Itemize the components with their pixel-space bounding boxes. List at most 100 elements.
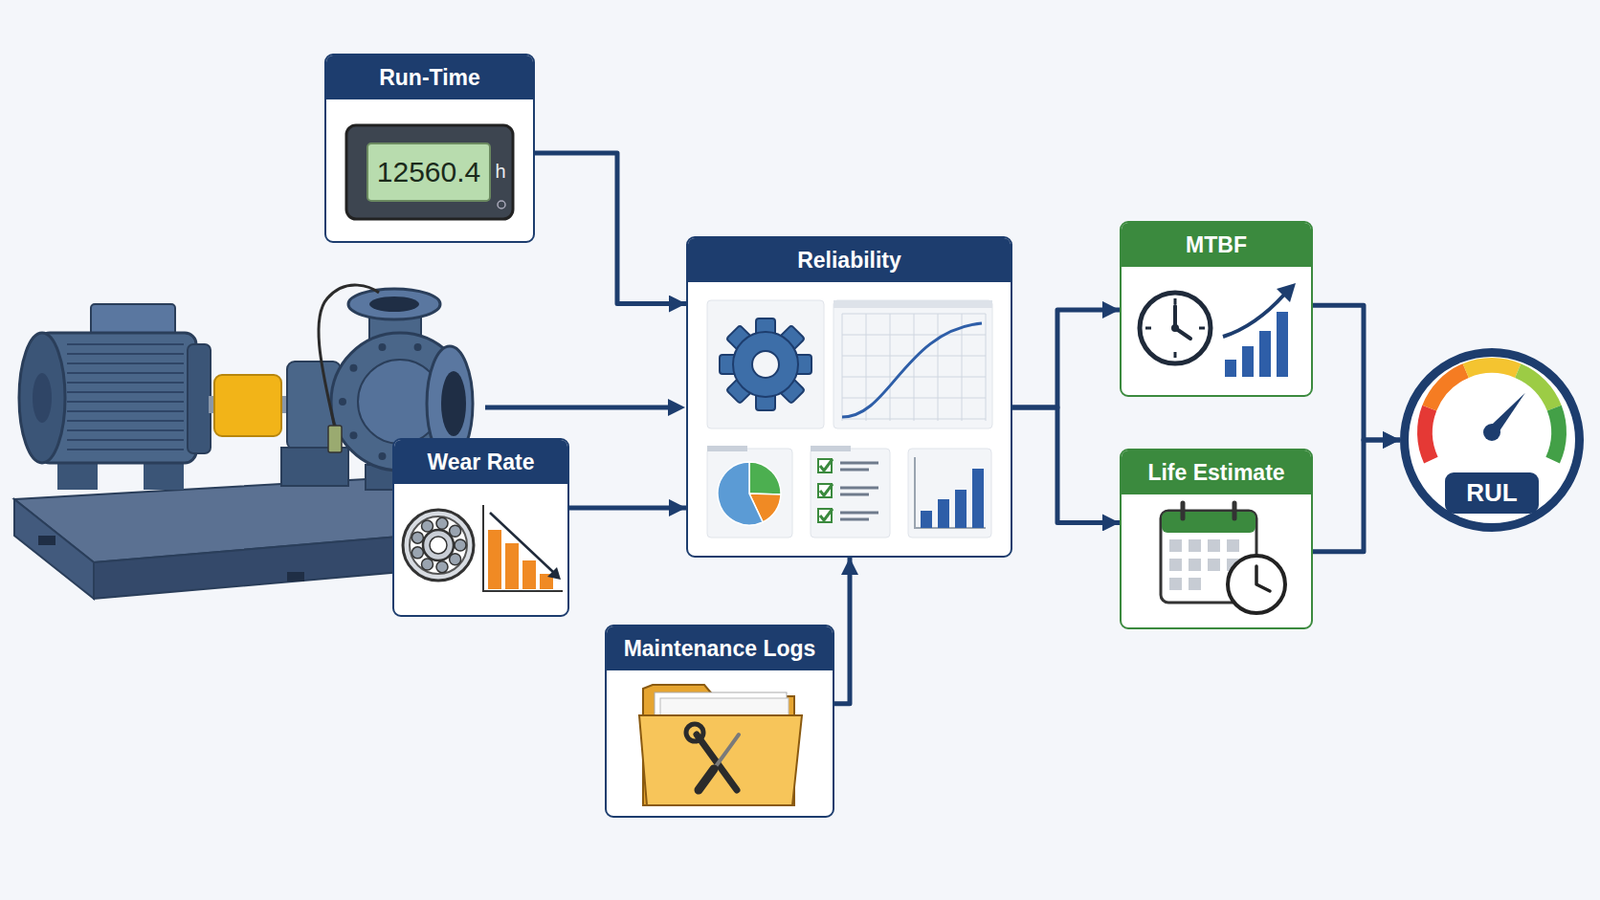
cooling-fins [66, 381, 184, 384]
folder-icon [698, 769, 714, 791]
wear-bars-icon [539, 574, 554, 590]
checklist-icon [818, 459, 879, 523]
cooling-fins [66, 391, 184, 394]
pump-arrow [485, 405, 670, 411]
pump-casing [281, 447, 349, 487]
folder-icon [660, 698, 789, 781]
bearing-icon [402, 510, 474, 581]
gauge-node: RUL [1400, 348, 1584, 533]
growth-chart-icon [1222, 283, 1296, 378]
panel-box: Run-Time [324, 53, 535, 244]
box-heading: Maintenance Logs [606, 626, 833, 671]
chart-grid [913, 313, 915, 422]
calendar-icon [1161, 511, 1256, 534]
chart-grid [866, 313, 867, 422]
wear-bars-icon [483, 505, 563, 592]
pump-arrow [485, 399, 686, 417]
hour-counter [497, 200, 506, 209]
checklist-icon [818, 509, 832, 523]
bar-chart-icon [955, 489, 967, 529]
cooling-fins [66, 420, 184, 423]
reliability-panels [833, 300, 993, 429]
gear-icon [719, 318, 812, 411]
bar-chart-icon [914, 457, 986, 529]
gauge-dial [1422, 363, 1469, 411]
electric-motor [19, 304, 211, 490]
bearing-icon [402, 510, 474, 581]
chart-grid [842, 355, 986, 357]
gear-icon [777, 325, 805, 353]
folder-icon [696, 734, 737, 791]
base-plate [14, 499, 94, 600]
panel-box: Maintenance Logs [604, 624, 835, 819]
wear-bars-icon [483, 505, 563, 592]
cooling-fins [66, 344, 184, 450]
casing-bolts [377, 343, 386, 352]
bearing-balls [411, 517, 467, 573]
pump-arrow [667, 399, 686, 417]
calendar-days [1207, 539, 1221, 553]
chart-grid [985, 313, 987, 422]
chart-grid [842, 334, 986, 336]
cooling-fins [66, 372, 184, 375]
chart-grid [842, 377, 986, 378]
gauge-dial [1514, 363, 1562, 411]
box-heading: Run-Time [326, 55, 534, 100]
pump-casing [441, 371, 467, 437]
growth-chart-icon [1224, 359, 1237, 378]
gauge-dial [1417, 405, 1439, 465]
calendar-days [1188, 539, 1201, 553]
reliability-panels [707, 448, 793, 538]
calendar-days [1226, 558, 1240, 572]
casing-bolts [349, 364, 357, 373]
folder-icon [713, 734, 739, 770]
box-heading: Reliability [688, 238, 1011, 283]
folder-icon [654, 692, 787, 779]
panel-box: Wear Rate [392, 438, 570, 618]
gear-icon [733, 332, 799, 398]
bearing-balls [411, 532, 423, 544]
flow-arrow [534, 153, 687, 305]
chart-grid [842, 313, 844, 422]
growth-chart-icon [1242, 346, 1254, 378]
calendar-days [1169, 539, 1240, 591]
pie-chart [717, 462, 763, 526]
casing-bolts [349, 431, 357, 440]
gear-icon [752, 351, 779, 378]
cooling-fins [66, 343, 184, 346]
gauge-dial [1483, 423, 1501, 442]
calendar-days [1188, 577, 1201, 591]
calendar-icon [1182, 503, 1235, 519]
base-plate [287, 572, 305, 582]
reliability-panels [810, 445, 851, 452]
checklist-icon [818, 484, 832, 498]
calendar-icon [1160, 503, 1286, 614]
casing-bolts [377, 452, 386, 461]
cooling-fins [66, 353, 184, 356]
folder-icon [643, 685, 795, 806]
bearing-balls [449, 554, 462, 566]
electric-motor [187, 344, 211, 454]
chart-grid [842, 398, 986, 400]
folder-icon [686, 724, 704, 742]
chart-grid [842, 313, 986, 315]
gear-icon [755, 318, 776, 338]
box-heading: Wear Rate [394, 440, 568, 485]
gauge-dial [1463, 357, 1522, 378]
folder-icon [639, 685, 802, 806]
hour-counter [346, 125, 513, 220]
pump-casing [348, 288, 441, 320]
checklist-icon [820, 459, 833, 521]
wear-bars-icon [522, 560, 536, 590]
growth-chart-icon [1222, 294, 1285, 337]
flow-arrow [1012, 407, 1120, 523]
clock-icon [1175, 306, 1191, 339]
wear-bars-icon [547, 567, 561, 580]
electric-motor [19, 333, 66, 464]
flow-arrow [1012, 310, 1120, 408]
chart-grid [961, 313, 963, 422]
chart-grid [889, 313, 891, 422]
box-heading: Life Estimate [1121, 450, 1312, 495]
growth-chart-icon [1259, 331, 1271, 378]
